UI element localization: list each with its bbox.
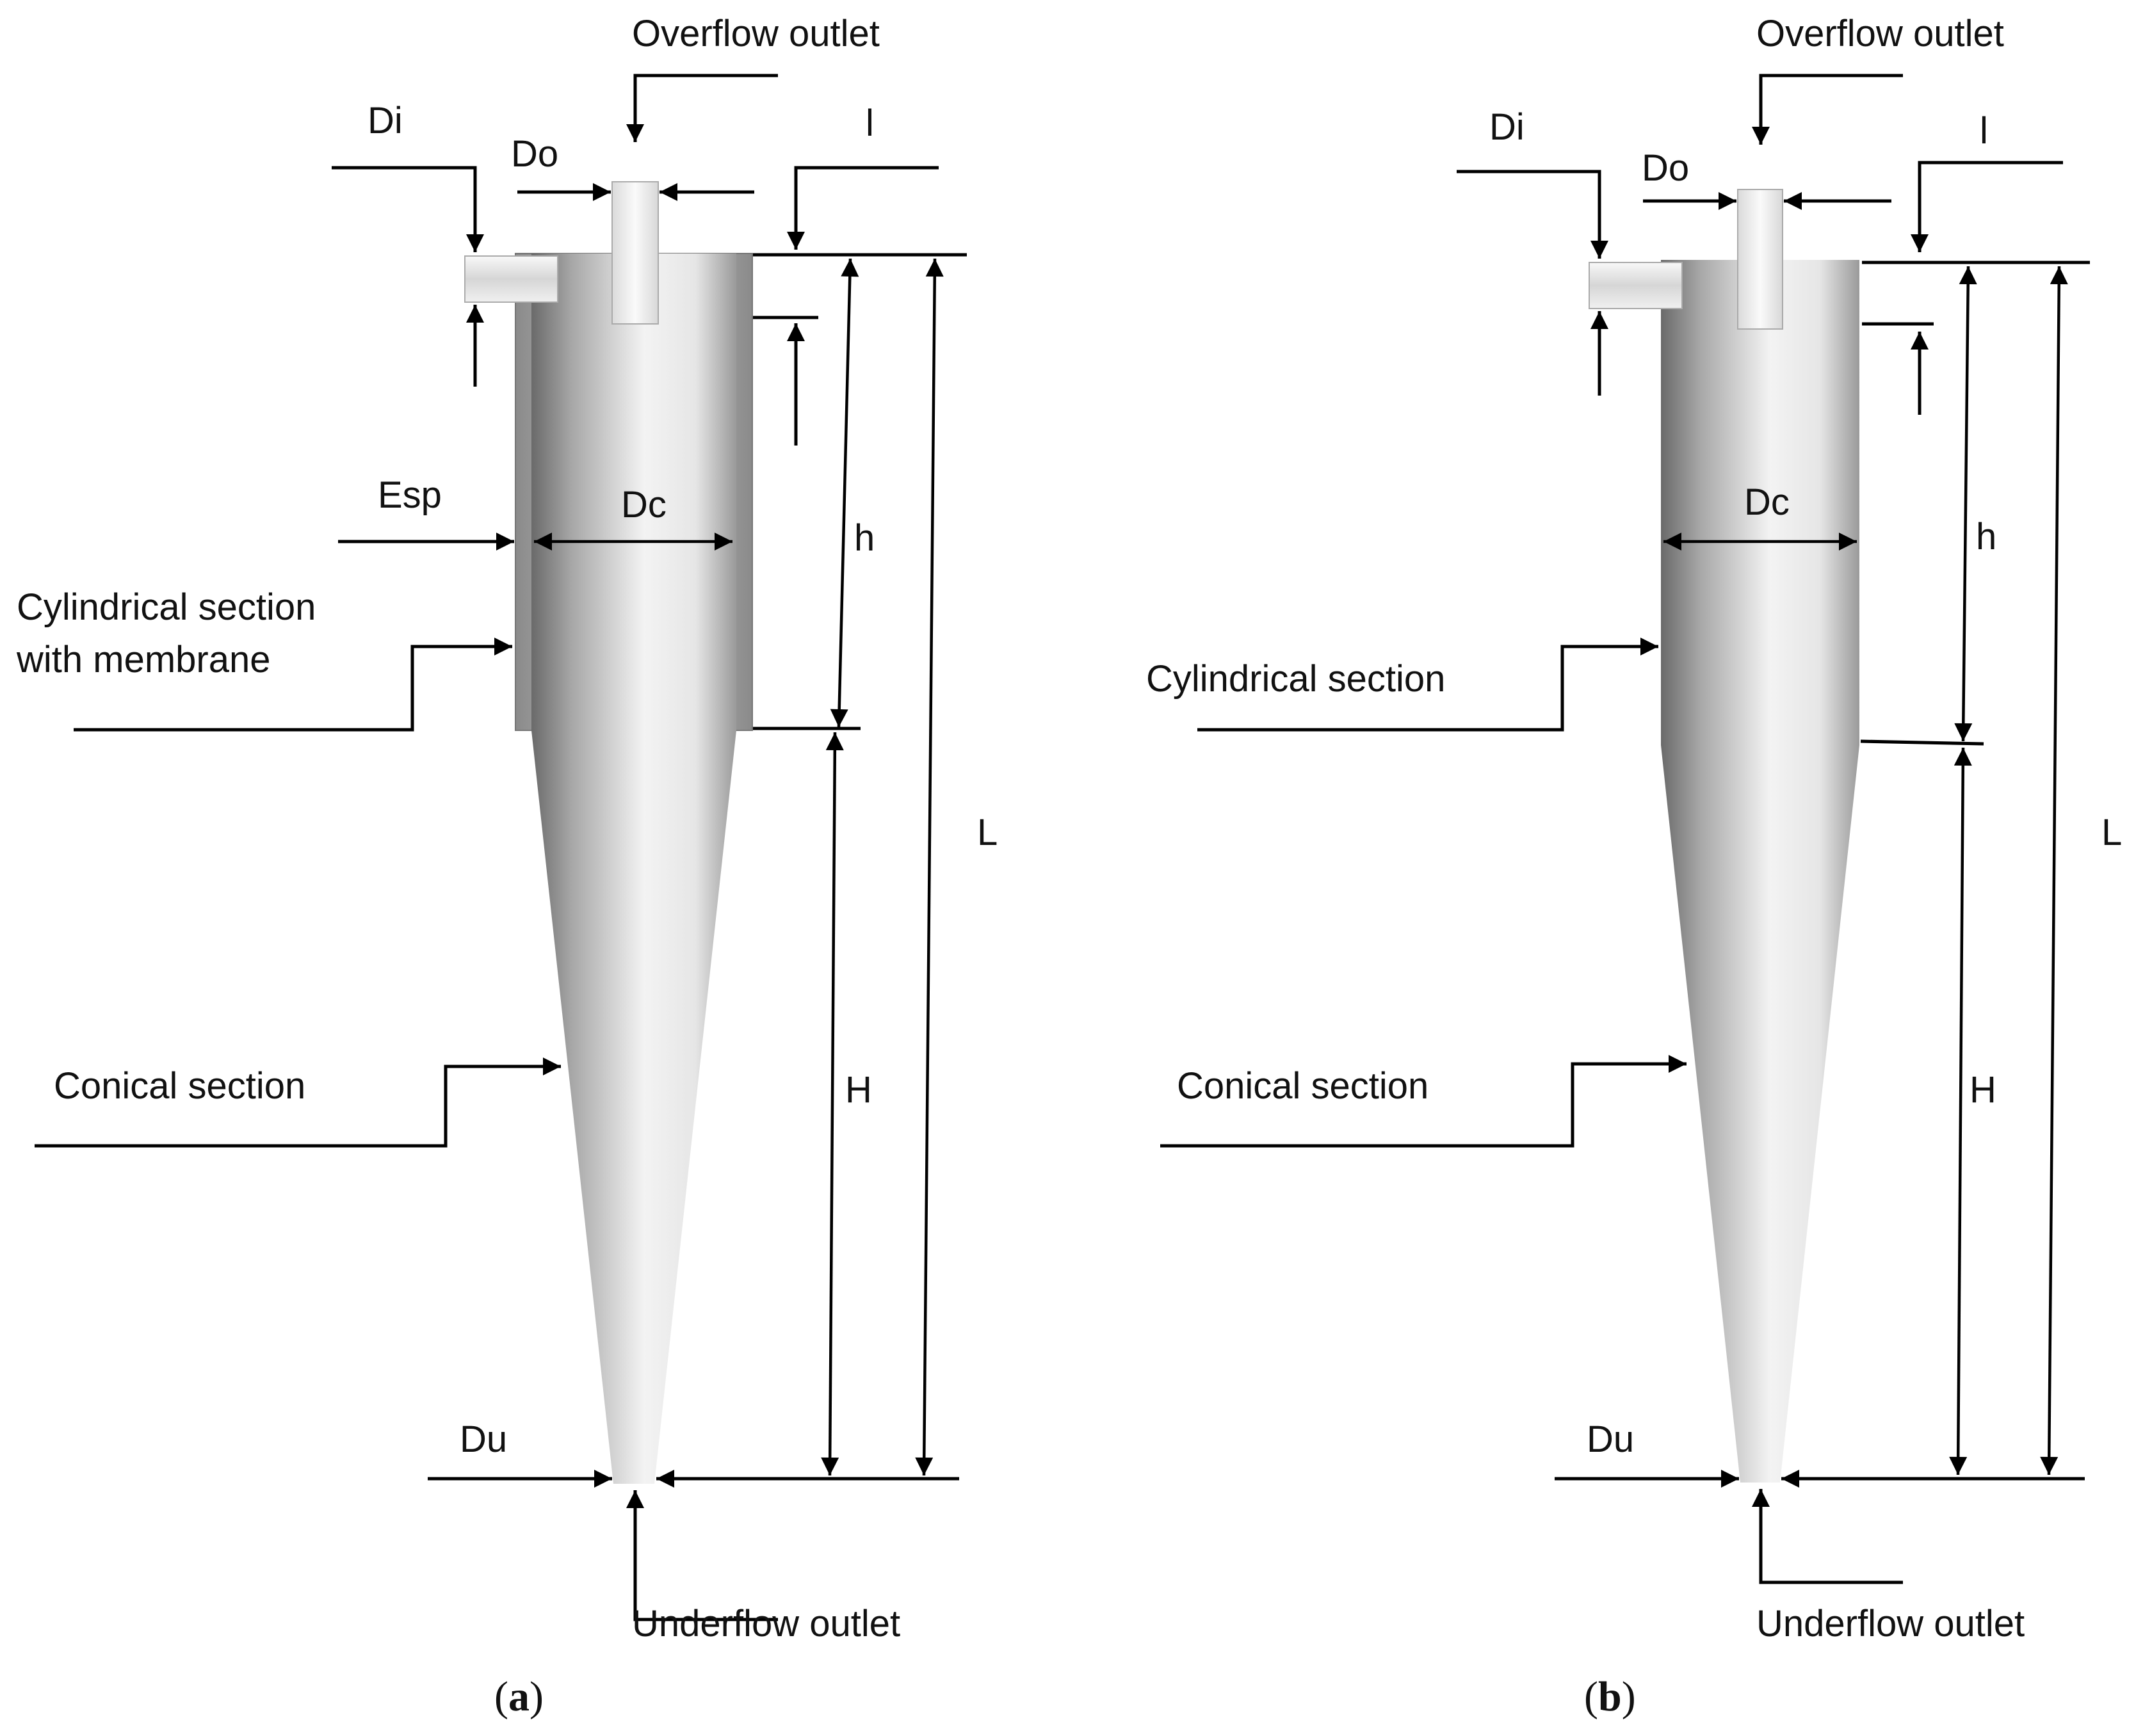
l-top-leader-b [1911, 161, 2063, 252]
l-top-leader-a [787, 166, 939, 250]
du-label-a: Du [460, 1419, 507, 1460]
cylindrical-leader-a [74, 638, 512, 732]
caption-b: (b) [1584, 1673, 1636, 1720]
H-large-label-b: H [1970, 1069, 1996, 1111]
caption-close-b: ) [1622, 1673, 1636, 1720]
conical-leader-b [1160, 1055, 1687, 1148]
di-leader-top-a [332, 166, 484, 252]
cylindrical-label-line2-a: with membrane [16, 639, 270, 680]
underflow-outlet-label-b: Underflow outlet [1756, 1603, 2025, 1644]
di-label-a: Di [368, 100, 403, 141]
overflow-leader-a [626, 74, 778, 142]
caption-open-a: ( [494, 1673, 508, 1720]
di-leader-top-b [1457, 170, 1608, 259]
L-total-label-a: L [977, 812, 998, 853]
H-dimension-a [821, 732, 844, 1476]
cyclone-body-a [464, 181, 753, 1484]
overflow-outlet-label-a: Overflow outlet [632, 13, 880, 54]
panel-b: Overflow outlet Di Do l Dc h Cylindrical… [1146, 13, 2122, 1720]
di-label-b: Di [1489, 106, 1525, 148]
cylindrical-section-b [1661, 260, 1859, 745]
caption-close-a: ) [530, 1673, 544, 1720]
inlet-pipe-b [1589, 262, 1683, 309]
cylindrical-label-b: Cylindrical section [1146, 658, 1445, 700]
overflow-outlet-label-b: Overflow outlet [1756, 13, 2004, 54]
esp-label-a: Esp [378, 474, 442, 516]
conical-leader-a [35, 1057, 561, 1148]
caption-a: (a) [494, 1673, 544, 1720]
underflow-leader-a [626, 1490, 778, 1621]
h-small-label-b: h [1976, 516, 1996, 558]
conical-label-a: Conical section [54, 1065, 305, 1107]
conical-label-b: Conical section [1177, 1065, 1428, 1107]
cyclone-body-b [1589, 189, 1859, 1483]
H-large-label-a: H [845, 1069, 872, 1111]
overflow-pipe-b [1737, 189, 1783, 330]
conical-section-a [531, 730, 736, 1484]
caption-letter-b: b [1598, 1673, 1622, 1720]
h-dimension-b [1954, 266, 1977, 742]
L-total-label-b: L [2101, 812, 2122, 853]
dc-label-b: Dc [1744, 481, 1790, 523]
l-small-label-b: l [1980, 110, 1988, 152]
cone-start-line-b [1860, 739, 1984, 746]
L-dimension-a [915, 258, 944, 1476]
l-small-label-a: l [866, 102, 874, 144]
panel-a: Overflow outlet Di Do l Esp Dc h Cylindr… [16, 13, 998, 1720]
do-label-b: Do [1642, 147, 1689, 189]
overflow-leader-b [1752, 74, 1903, 145]
overflow-pipe-a [611, 181, 659, 325]
dc-label-a: Dc [621, 484, 667, 526]
du-label-b: Du [1587, 1419, 1634, 1460]
cylindrical-label-line1-a: Cylindrical section [17, 586, 316, 628]
underflow-outlet-label-a: Underflow outlet [632, 1603, 900, 1644]
inlet-pipe-a [464, 255, 558, 303]
caption-letter-a: a [508, 1673, 530, 1720]
h-small-label-a: h [854, 517, 875, 559]
h-dimension-a [830, 258, 859, 728]
underflow-leader-b [1752, 1489, 1903, 1584]
cylindrical-leader-b [1197, 638, 1658, 732]
cylindrical-section-a [531, 253, 736, 730]
do-label-a: Do [511, 133, 558, 175]
caption-open-b: ( [1584, 1673, 1598, 1720]
H-dimension-b [1949, 747, 1972, 1475]
L-dimension-b [2040, 266, 2068, 1475]
conical-section-b [1661, 745, 1859, 1483]
